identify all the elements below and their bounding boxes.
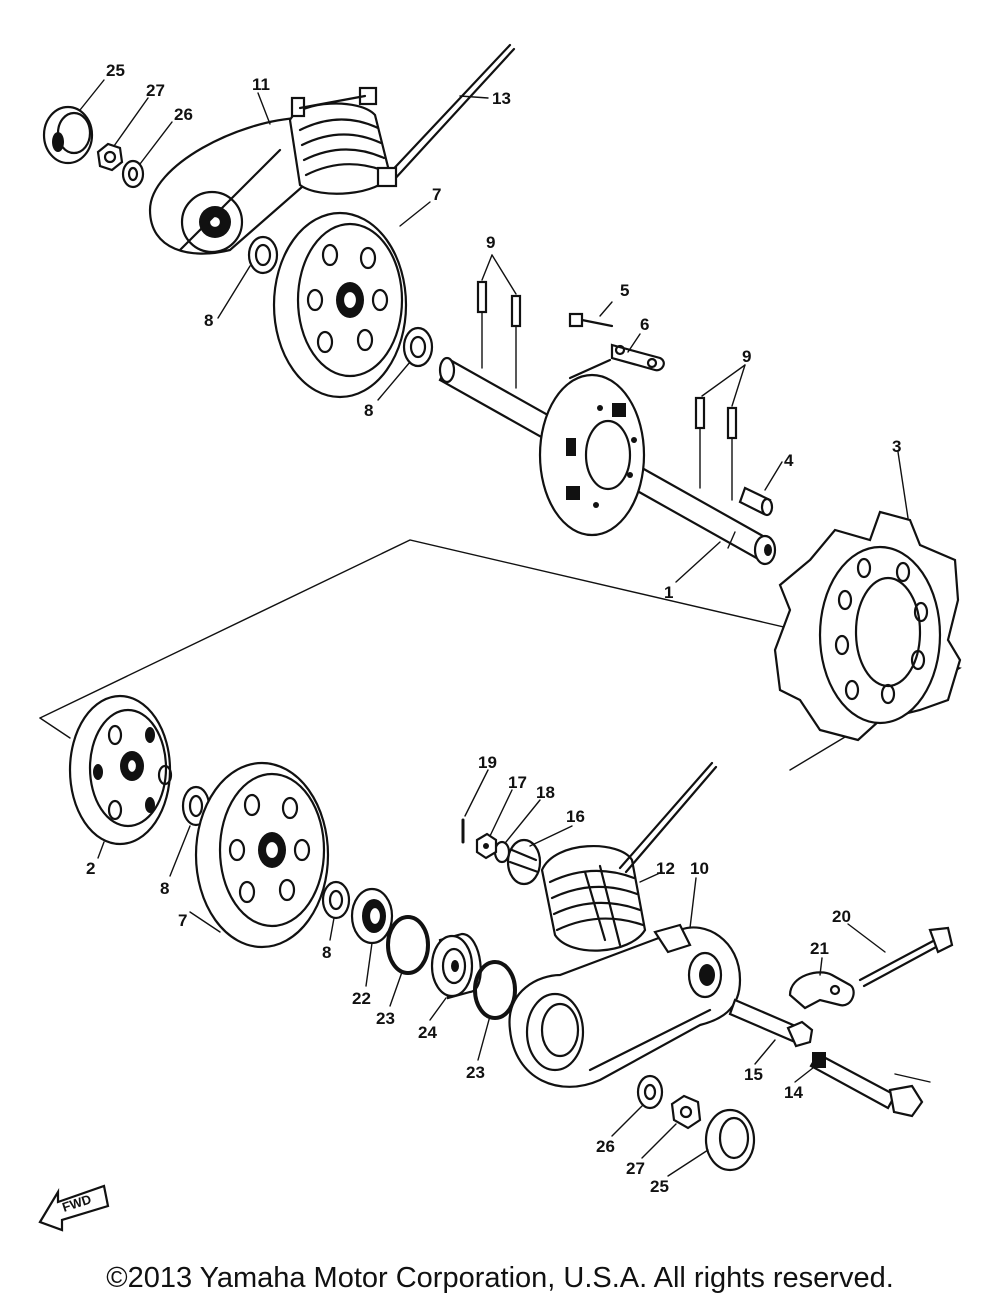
part-13-rod-top xyxy=(376,43,516,188)
part-2-disc xyxy=(68,694,173,846)
callout-8-d: 8 xyxy=(322,943,331,962)
callout-8-b: 8 xyxy=(364,401,373,420)
part-9-pins-top xyxy=(476,254,522,389)
part-6-plate xyxy=(610,343,665,372)
callout-9-second: 9 xyxy=(742,347,751,366)
exploded-parts-diagram: 25 27 26 11 13 7 8 8 9 5 6 9 4 3 1 2 8 7… xyxy=(38,43,962,1232)
part-26-washer-bottom xyxy=(636,1074,664,1110)
part-11-idler-arm-top xyxy=(148,116,332,255)
part-rod-bottom xyxy=(618,761,718,874)
callout-8-a: 8 xyxy=(204,311,213,330)
callout-26-top: 26 xyxy=(174,105,193,124)
part-27-nut-bottom xyxy=(670,1094,702,1130)
part-shaft-disc-flange xyxy=(538,358,646,537)
callout-27-bottom: 27 xyxy=(626,1159,645,1178)
callout-18: 18 xyxy=(536,783,555,802)
part-4-collar xyxy=(738,486,774,517)
part-24-bearing xyxy=(430,932,482,1000)
callout-2: 2 xyxy=(86,859,95,878)
part-5-bolt xyxy=(568,301,614,328)
callout-8-c: 8 xyxy=(160,879,169,898)
callout-10: 10 xyxy=(690,859,709,878)
callout-17: 17 xyxy=(508,773,527,792)
part-7-wheel-top xyxy=(272,211,408,399)
part-22-seal xyxy=(350,887,394,945)
callout-3: 3 xyxy=(892,437,901,456)
part-23-ring-a xyxy=(386,915,430,975)
callout-9-top: 9 xyxy=(486,233,495,252)
part-12-spring xyxy=(540,845,647,952)
callout-11: 11 xyxy=(252,75,270,94)
callout-22: 22 xyxy=(352,989,371,1008)
part-17-nut xyxy=(475,832,498,860)
callout-19: 19 xyxy=(478,753,497,772)
callout-23-b: 23 xyxy=(466,1063,485,1082)
part-16-washer xyxy=(506,838,542,886)
callout-25-top: 25 xyxy=(106,61,125,80)
part-7-wheel-bottom xyxy=(194,761,330,949)
callout-7-top: 7 xyxy=(432,185,441,204)
part-23-ring-b xyxy=(473,960,517,1020)
callout-6: 6 xyxy=(640,315,649,334)
part-27-nut-top xyxy=(96,142,124,172)
part-15-sleeve xyxy=(728,998,814,1048)
part-9-pins-second xyxy=(694,364,746,501)
callout-12: 12 xyxy=(656,859,675,878)
part-14-bolt xyxy=(809,1052,931,1118)
part-26-washer-top xyxy=(121,159,145,189)
part-spring-top xyxy=(288,86,392,195)
callout-16: 16 xyxy=(566,807,585,826)
callout-24: 24 xyxy=(418,1023,437,1042)
callout-21: 21 xyxy=(810,939,829,958)
callout-7-bottom: 7 xyxy=(178,911,187,930)
callout-labels: 25 27 26 11 13 7 8 8 9 5 6 9 4 3 1 2 8 7… xyxy=(86,61,901,1196)
part-3-sprocket xyxy=(773,510,962,742)
callout-13: 13 xyxy=(492,89,511,108)
callout-26-bottom: 26 xyxy=(596,1137,615,1156)
leader-lines xyxy=(79,79,909,1177)
callout-23-a: 23 xyxy=(376,1009,395,1028)
callout-15: 15 xyxy=(744,1065,763,1084)
part-20-long-bolt xyxy=(847,923,954,988)
forward-arrow-icon: FWD xyxy=(38,1184,110,1232)
part-25-cap-bottom xyxy=(704,1108,756,1172)
part-8-washer-b xyxy=(402,326,434,368)
part-25-cap-top xyxy=(42,105,94,165)
callout-14: 14 xyxy=(784,1083,803,1102)
part-8-washer-d xyxy=(321,880,351,920)
part-21-bracket xyxy=(788,971,855,1010)
callout-25-bottom: 25 xyxy=(650,1177,669,1196)
callout-5: 5 xyxy=(620,281,629,300)
copyright-notice: ©2013 Yamaha Motor Corporation, U.S.A. A… xyxy=(106,1262,894,1294)
callout-27-top: 27 xyxy=(146,81,165,100)
callout-1: 1 xyxy=(664,583,673,602)
part-10-idler-arm xyxy=(508,923,742,1088)
callout-4: 4 xyxy=(784,451,794,470)
part-8-washer-a xyxy=(247,235,279,275)
callout-20: 20 xyxy=(832,907,851,926)
